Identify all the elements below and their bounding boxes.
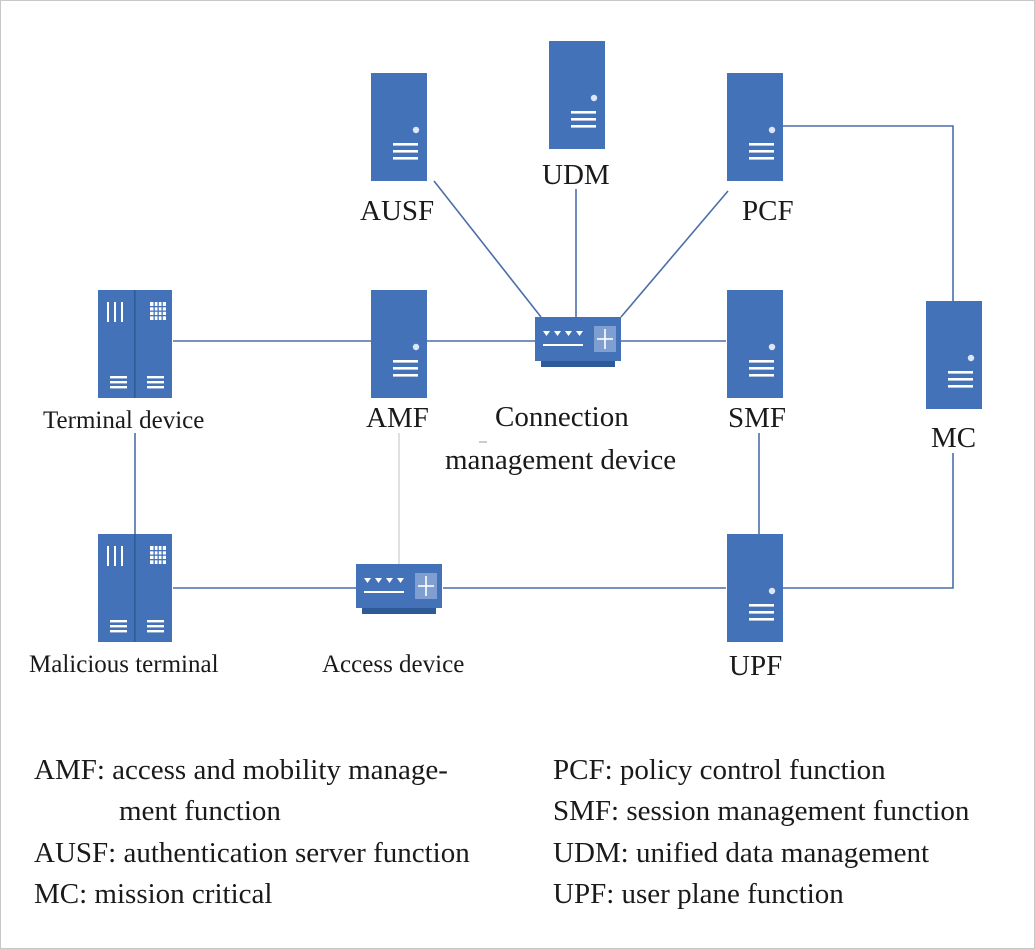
legend-amf: AMF: access and mobility manage- [34,754,448,786]
legend-mc: MC: mission critical [34,878,273,910]
link-pcf-cmd [620,190,729,318]
legend-ausf: AUSF: authentication server function [34,837,470,869]
amf-label: AMF [366,402,429,434]
terminal-device-label: Terminal device [43,407,205,434]
udm-label: UDM [542,159,610,191]
smf-label: SMF [728,402,787,434]
legend-upf: UPF: user plane function [553,878,844,910]
upf-server-icon [727,534,783,642]
cmd-switch-icon [535,317,621,367]
terminal-rack-icon [98,290,172,398]
pcf-label: PCF [742,195,794,227]
access-device-label: Access device [322,651,465,678]
link-pcf-mc [783,125,954,301]
malicious-rack-icon [98,534,172,642]
connection-label-line2: management device [445,444,677,476]
upf-label: UPF [729,650,783,682]
connection-label-line1: Connection [495,401,629,433]
legend-smf: SMF: session management function [553,795,970,827]
udm-server-icon [549,41,605,149]
ausf-label: AUSF [360,195,435,227]
amf-server-icon [371,290,427,398]
legend-udm: UDM: unified data management [553,837,930,869]
link-mc-upf [783,453,954,589]
legend-pcf: PCF: policy control function [553,754,886,786]
malicious-terminal-label: Malicious terminal [29,651,219,678]
smf-server-icon [727,290,783,398]
mc-server-icon [926,301,982,409]
access-switch-icon [356,564,442,614]
pcf-server-icon [727,73,783,181]
ausf-server-icon [371,73,427,181]
link-ausf-cmd [433,180,542,318]
mc-label: MC [931,422,977,454]
legend-amf-cont: ment function [119,795,281,827]
